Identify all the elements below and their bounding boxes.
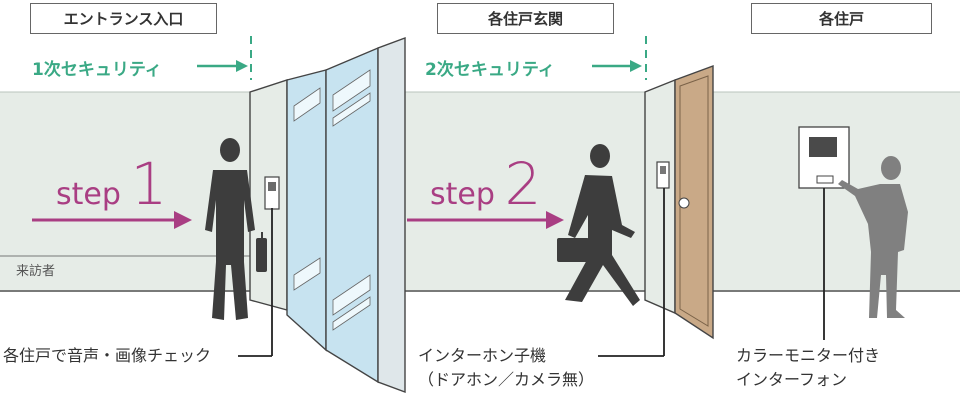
glare (332, 274, 371, 316)
entrance-intercom-screen (268, 182, 276, 191)
door-intercom-speaker (660, 166, 666, 174)
zone-label-entrance: エントランス入口 (30, 3, 217, 34)
step-1-arrow-head (174, 211, 192, 229)
glare (332, 296, 371, 331)
monitor-buttons (816, 175, 834, 184)
security-2-arrow-head (630, 60, 642, 72)
caption-door-handset: インターホン子機 （ドアホン／カメラ無） (418, 344, 594, 392)
step-number: 1 (130, 150, 168, 218)
glare (293, 257, 321, 291)
security-2-label: 2次セキュリティ (425, 60, 555, 80)
door-knob (678, 197, 690, 209)
caption-unit-check: 各住戸で音声・画像チェック (3, 346, 212, 365)
caption-monitor: カラーモニター付き インターフォン (736, 344, 880, 392)
person-icon (205, 138, 255, 320)
briefcase-icon (557, 238, 589, 262)
glass-door-right-frame (377, 36, 406, 394)
glare (332, 92, 371, 127)
front-door (674, 64, 714, 340)
step-1-label: step 1 (56, 150, 167, 218)
step-2-arrow-head (546, 211, 564, 229)
entrance-intercom-icon (264, 176, 280, 210)
monitor-screen (809, 137, 837, 157)
caption-monitor-line2: インターフォン (736, 370, 848, 389)
briefcase-icon (256, 232, 267, 272)
caption-door-handset-line2: （ドアホン／カメラ無） (418, 370, 595, 389)
caption-monitor-line1: カラーモニター付き (736, 346, 881, 365)
zone-label-front-door: 各住戸玄関 (437, 3, 614, 34)
walking-person-icon (565, 144, 640, 306)
caption-door-handset-line1: インターホン子機 (418, 346, 547, 365)
step-word: step (430, 177, 495, 212)
step-number: 2 (504, 150, 542, 218)
visitor-label: 来訪者 (16, 264, 56, 279)
door-intercom-icon (656, 161, 670, 189)
door-wall-left (644, 78, 676, 315)
zone-label-unit: 各住戸 (751, 3, 932, 34)
step-2-label: step 2 (430, 150, 541, 218)
step-word: step (56, 177, 121, 212)
glare (293, 87, 321, 122)
glare (332, 69, 371, 112)
woman-icon (838, 156, 908, 318)
wall-band (0, 92, 960, 292)
front-door-panel (679, 75, 709, 327)
security-1-arrow-head (236, 60, 248, 72)
security-1-label: 1次セキュリティ (32, 60, 162, 80)
